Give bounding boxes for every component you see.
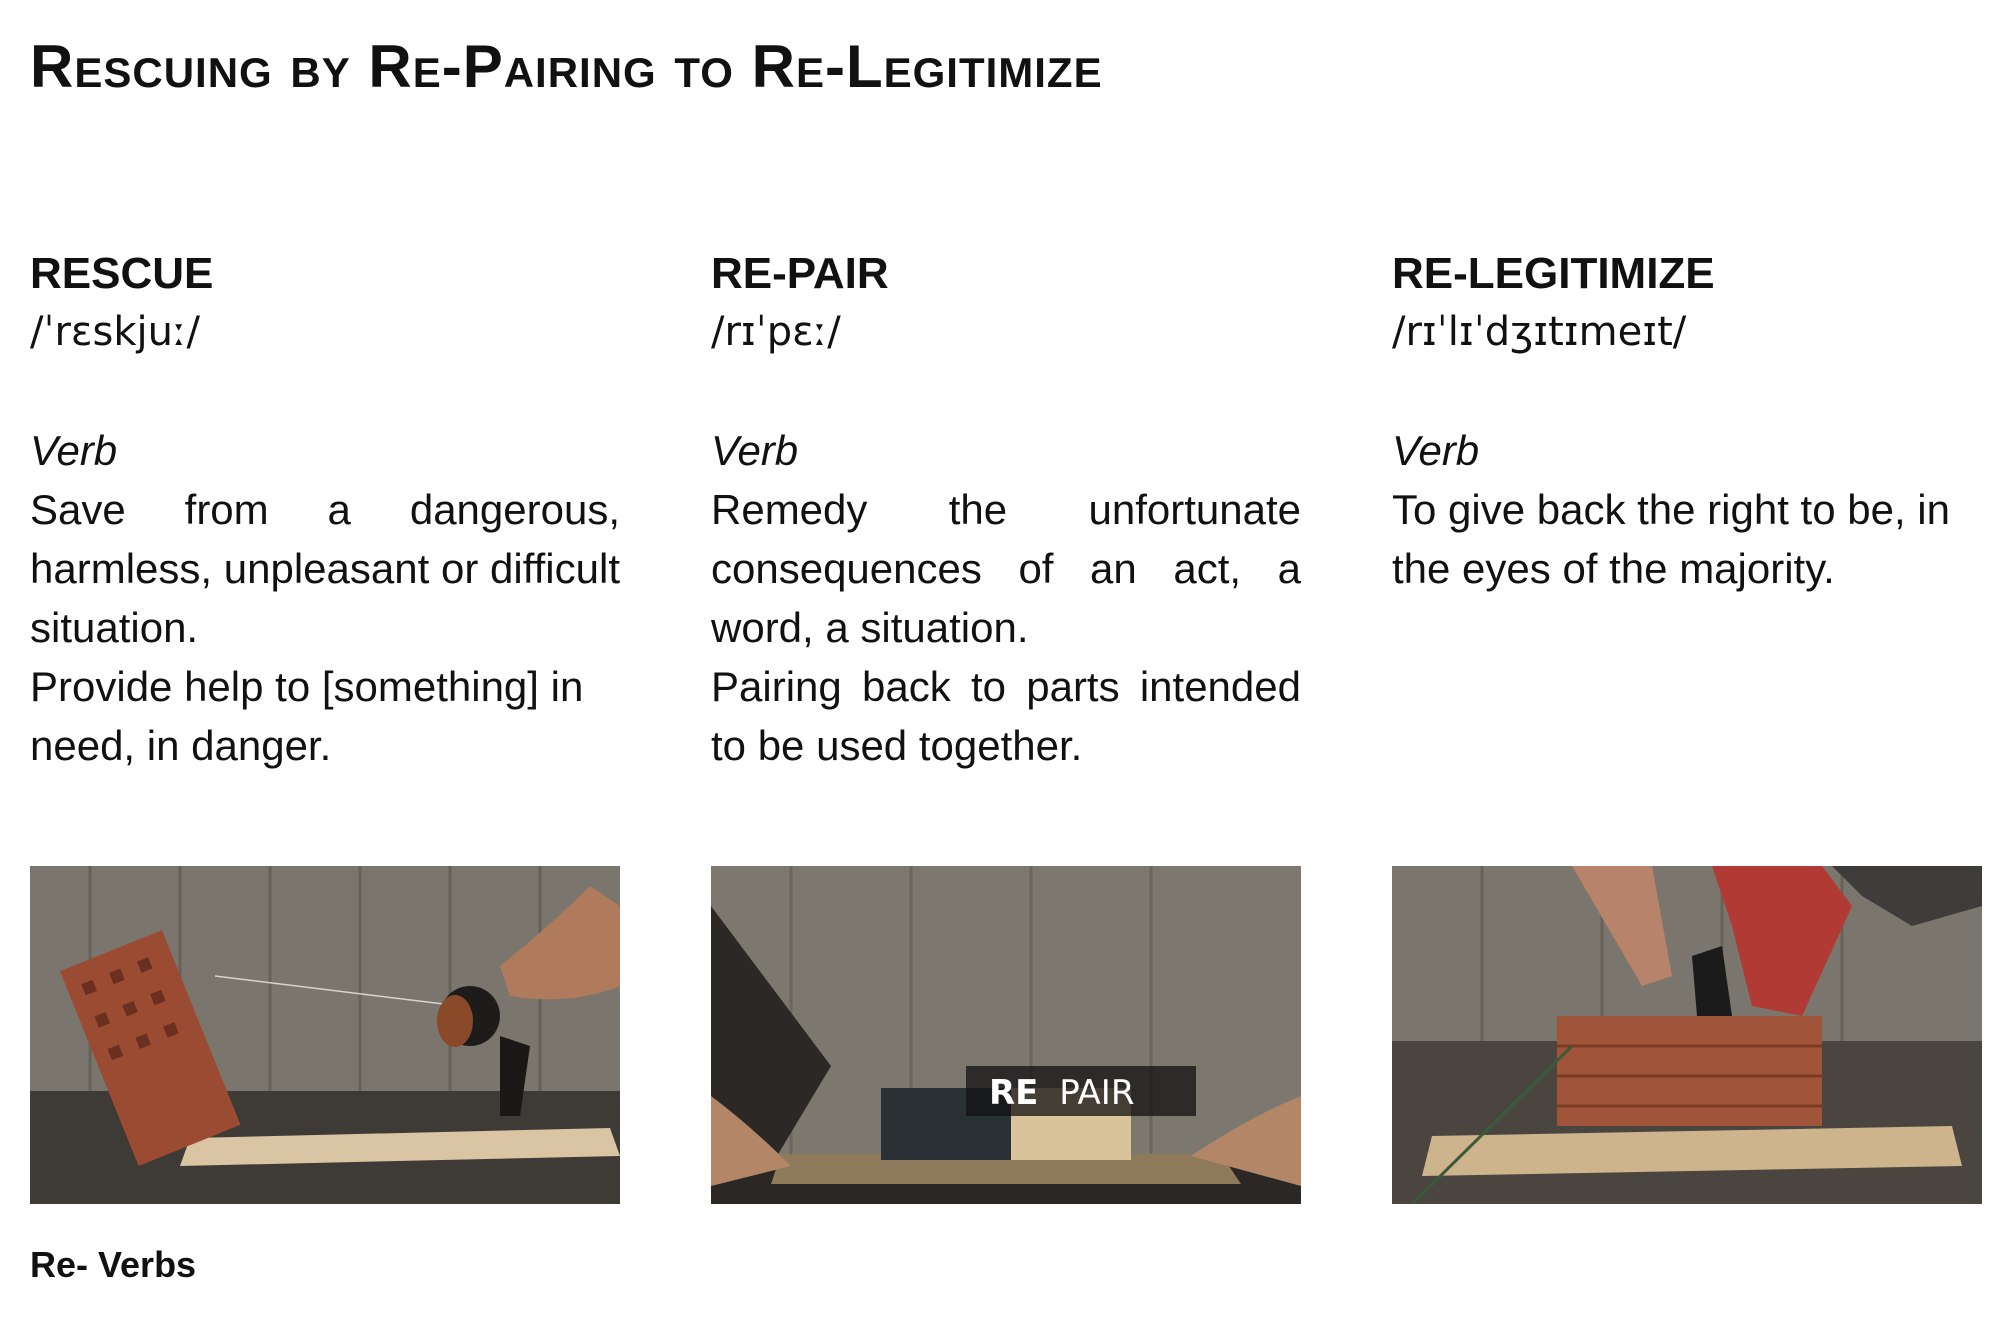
definition-re-legitimize: RE-LEGITIMIZE /rɪˈlɪˈdʒɪtɪmeɪt/ Verb To … [1392,246,1990,598]
photo-re-pair-block: RE PAIR [711,866,1301,1204]
definition-re-pair: RE-PAIR /rɪˈpɛː/ Verb Remedy the unfortu… [711,246,1301,775]
part-of-speech: Verb [711,427,799,474]
definition-rescue: RESCUE /ˈrɛskjuː/ Verb Save from a dange… [30,246,620,775]
part-of-speech: Verb [30,427,118,474]
photo-brick-hands [1392,866,1982,1204]
definition-text: Save from a dangerous, harmless, unpleas… [30,486,620,651]
definition-text: To give back the right to be, in the eye… [1392,486,1950,592]
term: RE-PAIR [711,249,889,298]
part-of-speech: Verb [1392,427,1480,474]
photo-brick-fishing-reel [30,866,620,1204]
caption: Re- Verbs [30,1244,197,1285]
term: RESCUE [30,249,214,298]
svg-text:RE PAIR: RE PAIR [989,1073,1134,1113]
overlay-bold-text: RE [989,1073,1038,1113]
definition-text: Remedy the unfortunate consequences of a… [711,486,1301,651]
phonetic: /rɪˈlɪˈdʒɪtɪmeɪt/ [1392,309,1687,355]
term: RE-LEGITIMIZE [1392,249,1715,298]
definition-text: Pairing back to parts intended to be use… [711,663,1301,769]
page-title: Rescuing by Re-Pairing to Re-Legitimize [30,33,1103,100]
phonetic: /ˈrɛskjuː/ [30,309,200,355]
overlay-text: PAIR [1059,1073,1134,1113]
definition-text: Provide help to [something] in need, in … [30,663,584,769]
phonetic: /rɪˈpɛː/ [711,309,841,355]
